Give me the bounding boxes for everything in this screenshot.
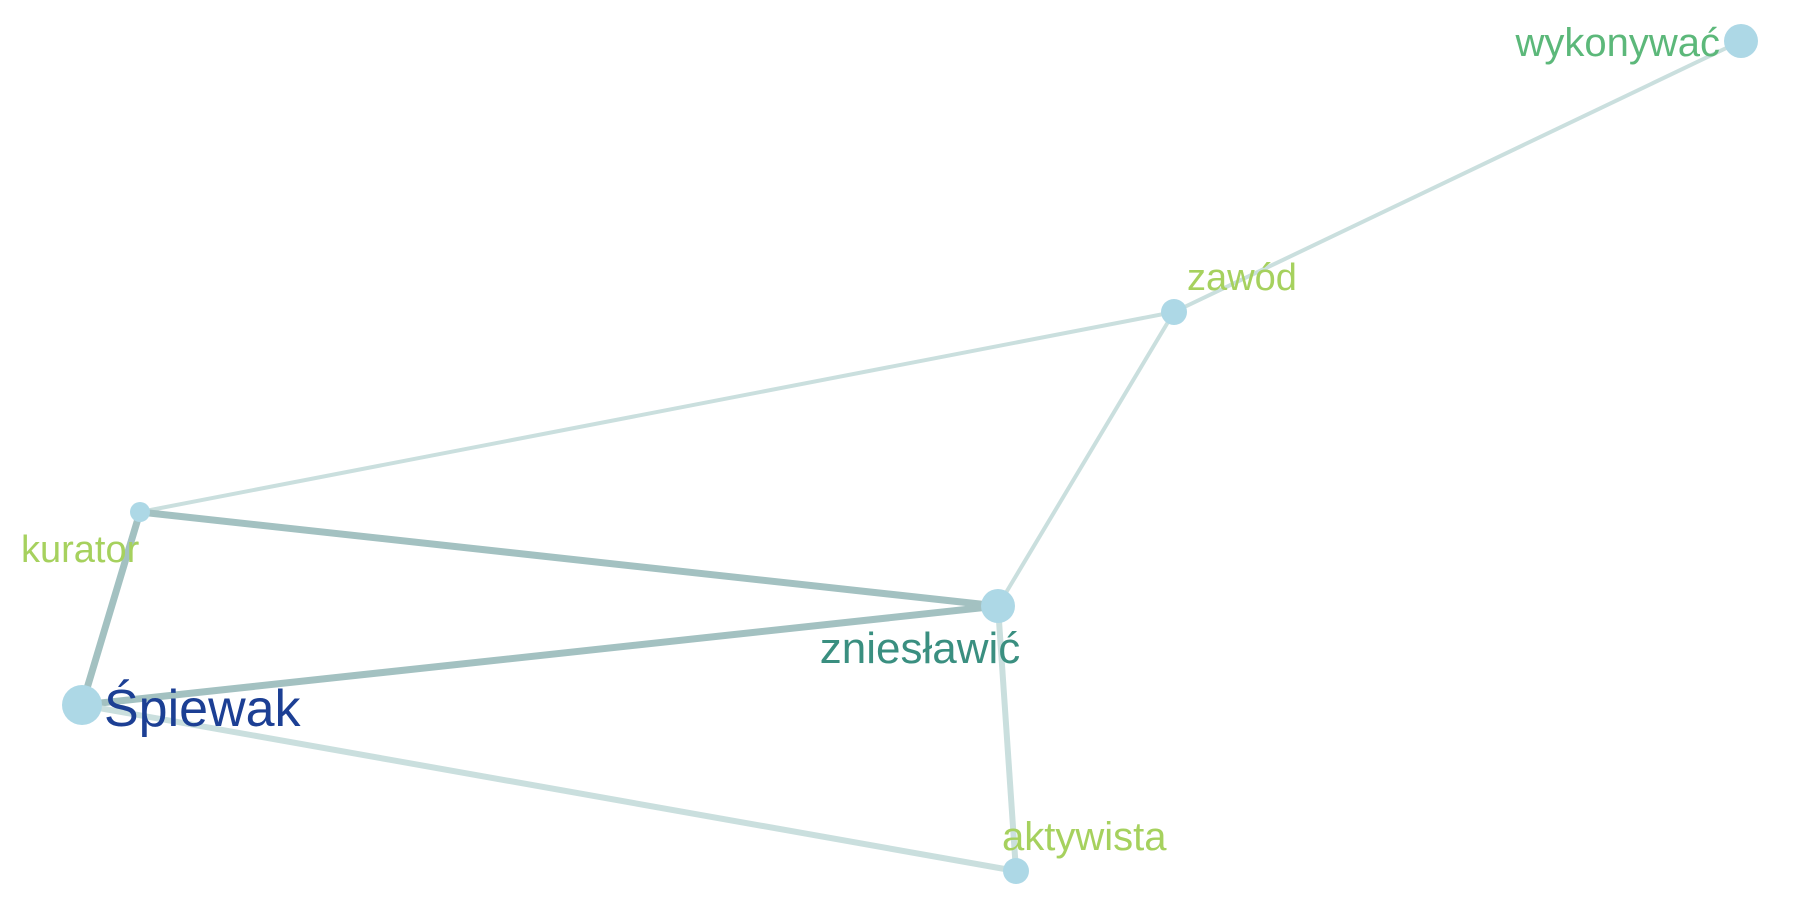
edge-zawod-zniesławic: [996, 310, 1176, 608]
edge-wykonywac-zawod: [1172, 39, 1743, 314]
node-spiewak[interactable]: [62, 685, 102, 725]
edge-zniesławic-aktywista: [995, 603, 1019, 874]
edge-kurator-zniesławic: [136, 508, 1002, 610]
node-label-aktywista: aktywista: [1002, 815, 1167, 859]
edge-kurator-spiewak: [78, 508, 144, 709]
node-label-wykonywac: wykonywać: [1514, 21, 1720, 65]
node-zawod[interactable]: [1161, 299, 1187, 325]
node-label-zniesławic: zniesławić: [820, 624, 1021, 673]
edge-zawod-kurator: [138, 310, 1176, 514]
node-label-zawod: zawód: [1187, 257, 1297, 299]
node-aktywista[interactable]: [1003, 858, 1029, 884]
node-kurator[interactable]: [130, 502, 150, 522]
node-label-spiewak: Śpiewak: [104, 679, 302, 738]
node-label-kurator: kurator: [21, 529, 140, 571]
node-wykonywac[interactable]: [1724, 24, 1758, 58]
edge-zniesławic-spiewak: [78, 602, 1002, 709]
edges-layer: [78, 39, 1743, 874]
node-zniesławic[interactable]: [981, 589, 1015, 623]
edge-spiewak-aktywista: [79, 702, 1019, 874]
nodes-layer: [62, 24, 1758, 884]
